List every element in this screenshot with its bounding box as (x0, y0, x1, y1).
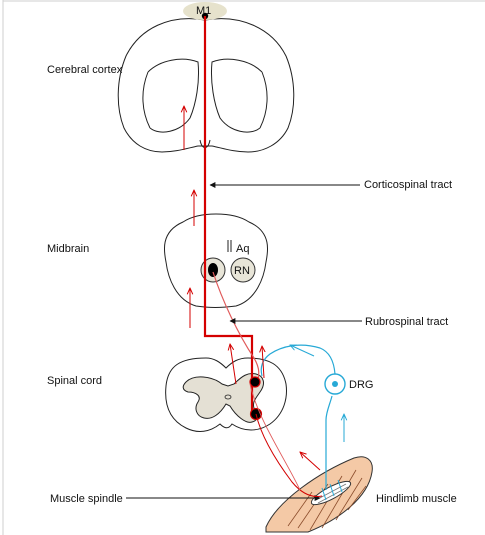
midbrain-label: Midbrain (47, 243, 89, 255)
corpus-callosum-right (211, 59, 262, 132)
muscle-spindle-label: Muscle spindle (50, 493, 123, 505)
rubrospinal-tract-label: Rubrospinal tract (365, 316, 448, 328)
spinal-interneuron (250, 377, 260, 387)
corticospinal-tract-label: Corticospinal tract (364, 179, 452, 191)
aqueduct-shape (228, 240, 231, 252)
spinal-cord-section (166, 358, 287, 431)
spindle-reflex-fiber (250, 384, 300, 490)
spinal-cord-label: Spinal cord (47, 375, 102, 387)
cerebral-cortex-label: Cerebral cortex (47, 64, 123, 76)
ventricle-left (143, 72, 150, 128)
m1-label: M1 (196, 5, 211, 17)
corpus-callosum-left (148, 59, 199, 132)
ascending-arrow-muscle (300, 452, 320, 470)
ventricle-right (260, 72, 267, 128)
sensory-arrow-upper (290, 345, 314, 356)
aq-label: Aq (236, 243, 249, 255)
red-nucleus-neuron (208, 263, 218, 277)
hindlimb-muscle-label: Hindlimb muscle (376, 493, 457, 505)
drg-neuron (332, 381, 338, 387)
dorsal-root (261, 345, 335, 376)
rn-label: RN (234, 265, 250, 277)
drg-label: DRG (349, 379, 373, 391)
